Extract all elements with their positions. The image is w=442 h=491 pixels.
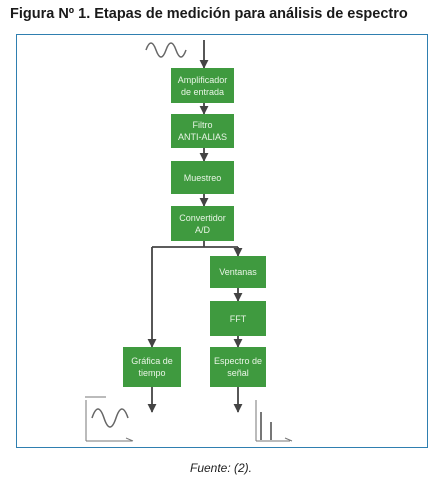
stage-muestreo: Muestreo xyxy=(171,161,234,194)
figure-caption: Fuente: (2). xyxy=(189,461,253,475)
figure-title: Figura Nº 1. Etapas de medición para aná… xyxy=(10,6,408,22)
spectrum-plot-icon xyxy=(255,400,293,442)
stage-grafica-tiempo: Gráfica de tiempo xyxy=(123,347,181,387)
stage-convertidor: Convertidor A/D xyxy=(171,206,234,241)
stage-fft: FFT xyxy=(210,301,266,336)
diagram-frame xyxy=(16,34,428,448)
stage-amplificador: Amplificador de entrada xyxy=(171,68,234,103)
stage-espectro-senal: Espectro de señal xyxy=(210,347,266,387)
stage-filtro: Filtro ANTI-ALIAS xyxy=(171,114,234,148)
time-domain-plot-icon xyxy=(85,396,134,442)
input-sine-wave-icon xyxy=(145,42,187,58)
stage-ventanas: Ventanas xyxy=(210,256,266,288)
